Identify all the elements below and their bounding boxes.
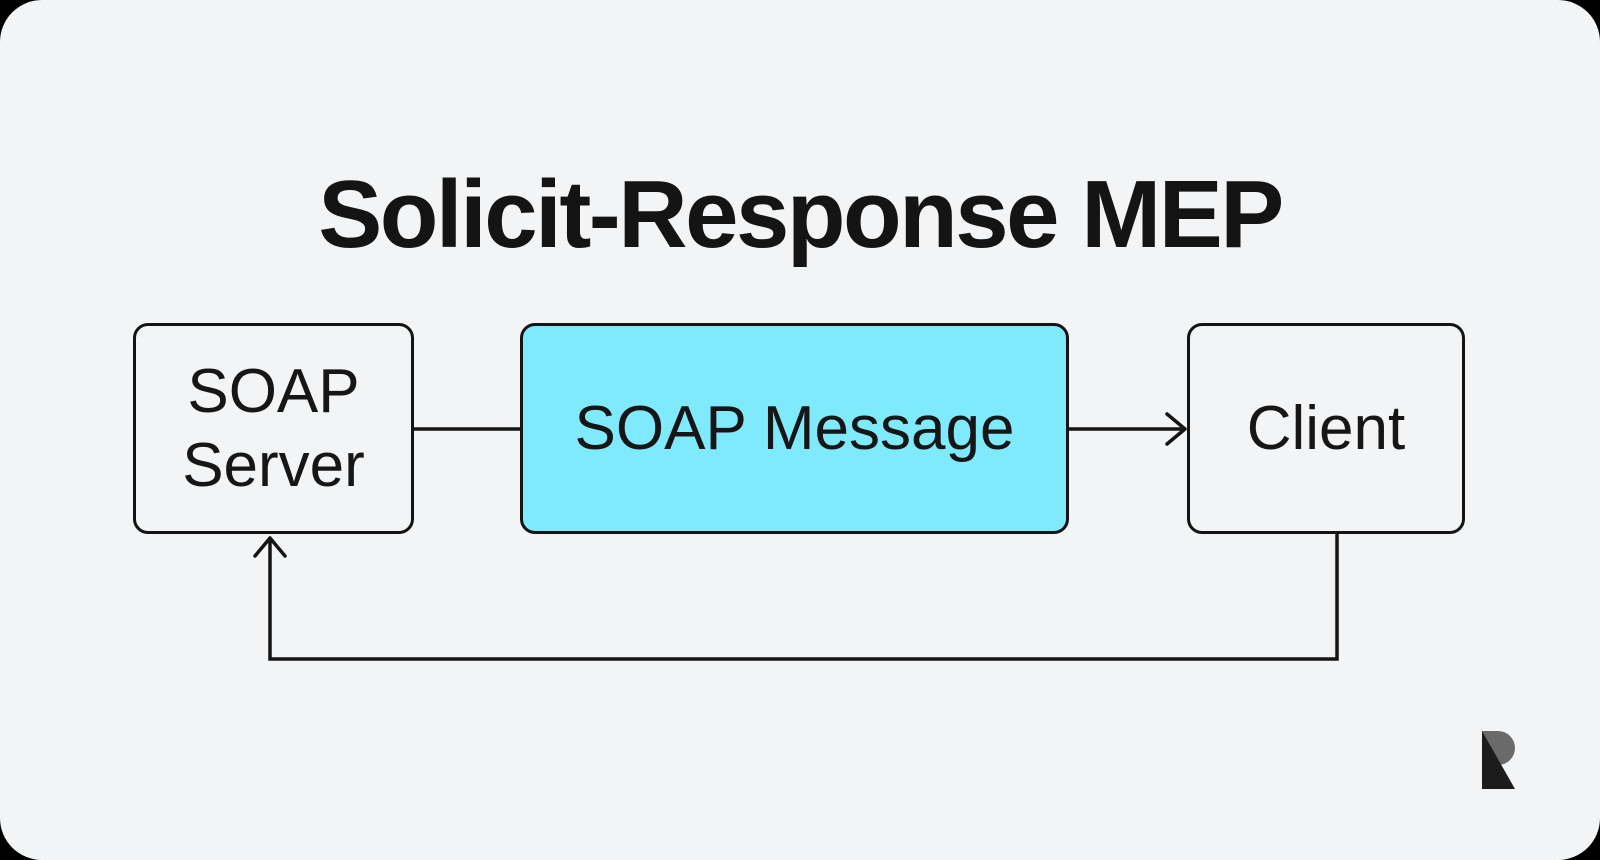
page-title: Solicit-Response MEP [318, 161, 1284, 269]
r-logo-stem [1482, 731, 1515, 789]
edge-message-to-client-arrowhead-icon [1165, 412, 1187, 446]
node-soap-server: SOAP Server [133, 323, 414, 534]
node-soap-message-label: SOAP Message [574, 393, 1015, 463]
node-client: Client [1187, 323, 1465, 534]
node-soap-message: SOAP Message [520, 323, 1069, 534]
edge-client-to-server-arrowhead-icon [253, 536, 287, 558]
node-soap-server-label: SOAP Server [182, 357, 365, 500]
edge-client-to-server-return [268, 534, 1339, 661]
node-client-label: Client [1246, 393, 1406, 463]
r-logo-icon [1482, 731, 1515, 789]
